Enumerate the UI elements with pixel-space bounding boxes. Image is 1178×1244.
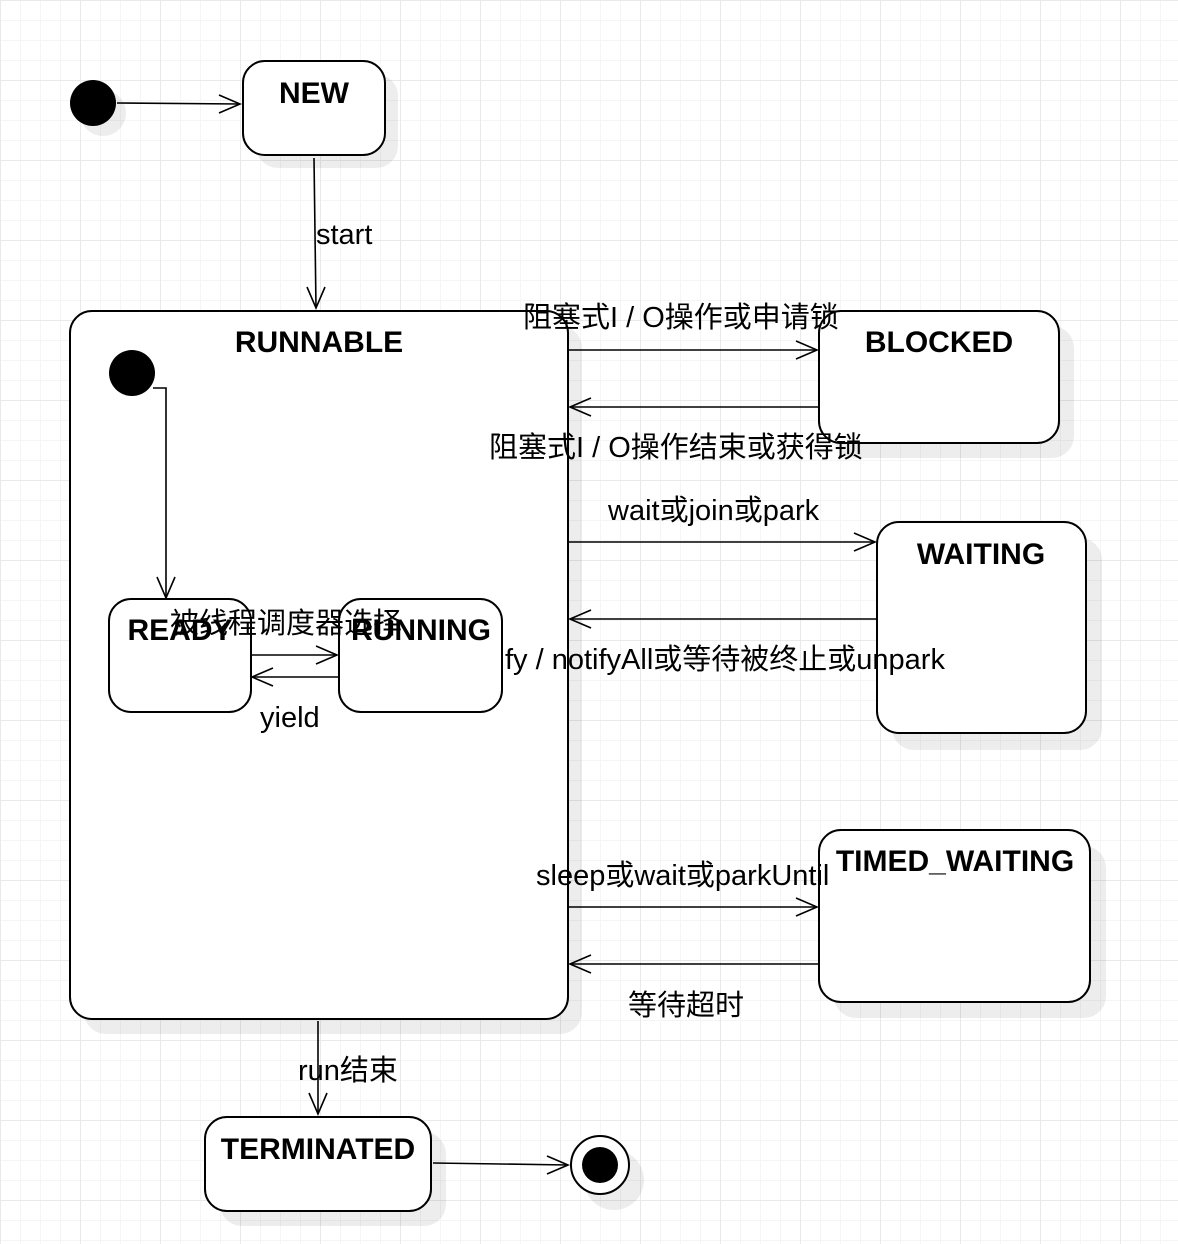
edge-new-to-runnable xyxy=(306,157,326,311)
state-terminated-title: TERMINATED xyxy=(221,1133,415,1166)
runnable-initial-pseudostate xyxy=(109,350,155,396)
label-from-timed-waiting: 等待超时 xyxy=(628,989,744,1022)
edge-ready-to-running xyxy=(252,645,340,665)
edge-runnable-to-timed-waiting xyxy=(568,897,820,917)
edge-timed-waiting-to-runnable xyxy=(567,954,819,974)
label-to-timed-waiting: sleep或wait或parkUntil xyxy=(536,859,829,892)
state-runnable[interactable]: RUNNABLE xyxy=(69,310,569,1020)
label-yield: yield xyxy=(260,702,320,734)
state-timed-waiting[interactable]: TIMED_WAITING xyxy=(818,829,1091,1003)
state-ready-title: READY xyxy=(127,614,232,647)
state-blocked-title: BLOCKED xyxy=(865,326,1013,359)
edge-running-to-ready xyxy=(249,667,339,687)
edge-initial-to-new xyxy=(116,94,243,114)
final-pseudostate xyxy=(570,1135,630,1195)
edge-blocked-to-runnable xyxy=(567,397,819,417)
edge-runnable-to-terminated xyxy=(308,1021,328,1117)
state-ready[interactable]: READY xyxy=(108,598,252,713)
edge-runnable-to-blocked xyxy=(568,340,820,360)
state-running-title: RUNNING xyxy=(351,614,491,647)
label-run-end: run结束 xyxy=(298,1054,398,1087)
state-waiting-title: WAITING xyxy=(917,538,1045,571)
state-timed-waiting-title: TIMED_WAITING xyxy=(836,845,1074,878)
label-from-waiting: fy / notifyAll或等待被终止或unpark xyxy=(505,643,945,676)
edge-waiting-to-runnable xyxy=(567,609,877,629)
edge-runnable-to-waiting xyxy=(568,532,878,552)
state-runnable-title: RUNNABLE xyxy=(235,326,403,359)
edge-initial-to-ready xyxy=(153,387,176,601)
state-terminated[interactable]: TERMINATED xyxy=(204,1116,432,1212)
state-new-title: NEW xyxy=(279,77,350,110)
state-running[interactable]: RUNNING xyxy=(338,598,503,713)
label-start: start xyxy=(316,219,372,251)
initial-pseudostate xyxy=(70,80,116,126)
label-to-waiting: wait或join或park xyxy=(607,494,820,527)
edge-terminated-to-final xyxy=(432,1155,571,1175)
state-waiting[interactable]: WAITING xyxy=(876,521,1087,734)
state-blocked[interactable]: BLOCKED xyxy=(818,310,1060,444)
state-new[interactable]: NEW xyxy=(242,60,386,156)
label-scheduler-select: 被线程调度器选择 xyxy=(170,607,402,640)
label-from-blocked: 阻塞式I / O操作结束或获得锁 xyxy=(489,431,863,464)
label-to-blocked: 阻塞式I / O操作或申请锁 xyxy=(523,301,839,334)
